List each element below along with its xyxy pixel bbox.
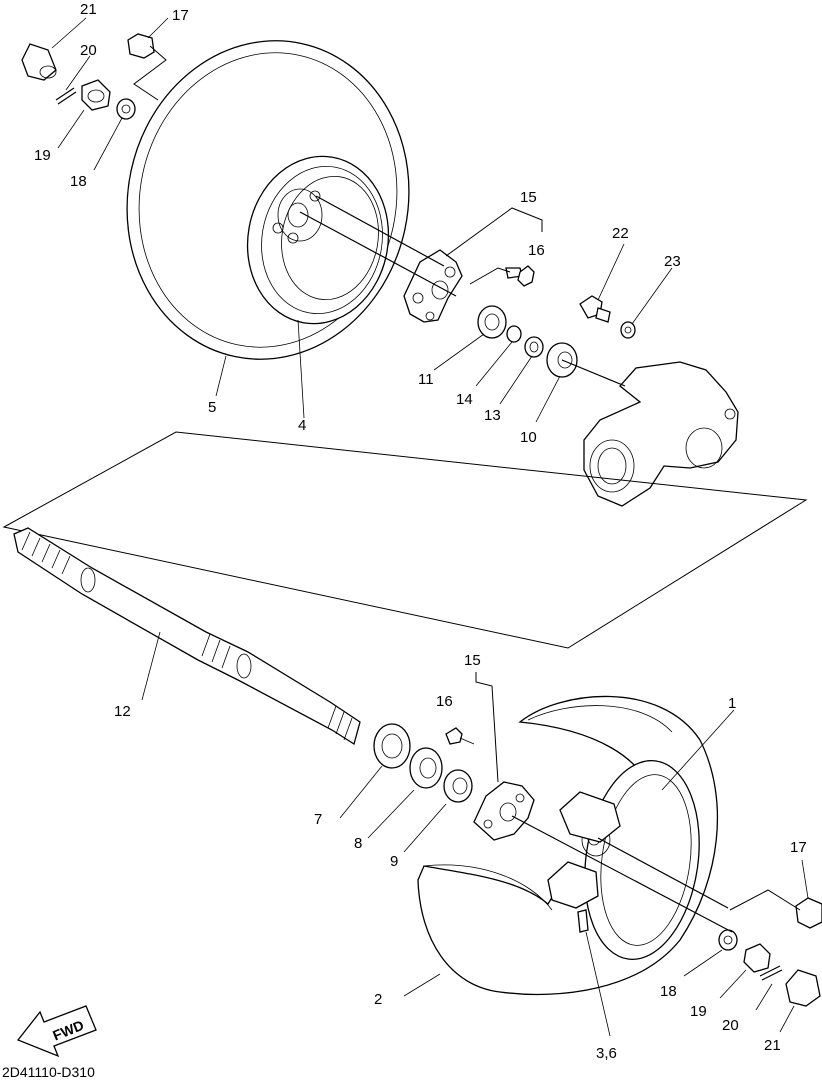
callout-4: 4 xyxy=(298,417,306,434)
drawing-code: 2D41110-D310 xyxy=(2,1064,95,1080)
bolt-22 xyxy=(579,295,611,323)
bottom-rim xyxy=(547,760,700,960)
callout-11: 11 xyxy=(418,371,434,388)
bottom-axis-line-2 xyxy=(597,837,729,909)
callout-leaders xyxy=(51,17,809,1037)
callout-10: 10 xyxy=(520,429,537,446)
bottom-nut-bracket xyxy=(729,889,801,911)
assembly-outline xyxy=(2,431,808,649)
callout-5: 5 xyxy=(208,399,216,416)
callout-15-top: 15 xyxy=(520,189,537,206)
top-hub-bracket xyxy=(445,207,543,257)
bottom-bolt xyxy=(445,727,475,745)
top-bolt-leader xyxy=(469,267,511,285)
callout-19-bottom: 19 xyxy=(690,1003,707,1020)
top-castle-nut xyxy=(81,79,111,111)
seal-7 xyxy=(373,723,411,769)
top-cotter-pin xyxy=(55,87,77,105)
bearing-11 xyxy=(477,305,507,339)
bottom-axis-line-1 xyxy=(511,815,733,933)
callout-13: 13 xyxy=(484,407,501,424)
callout-18-bottom: 18 xyxy=(660,983,677,1000)
top-washer xyxy=(116,98,136,120)
bottom-hub xyxy=(473,781,535,841)
bottom-washer xyxy=(718,929,738,951)
callout-1: 1 xyxy=(728,695,736,712)
bottom-castle-nut xyxy=(743,943,771,973)
callout-14: 14 xyxy=(456,391,473,408)
callout-18-top: 18 xyxy=(70,173,87,190)
bottom-nut xyxy=(795,897,822,929)
bearing-8 xyxy=(409,747,443,789)
callout-17-top: 17 xyxy=(172,7,189,24)
bottom-valve-cap xyxy=(785,969,821,1007)
top-valve-cap xyxy=(21,43,57,81)
callout-21-top: 21 xyxy=(80,1,97,18)
top-bracket-line xyxy=(133,45,167,101)
oring-14 xyxy=(506,325,522,343)
callout-16-bottom: 16 xyxy=(436,693,453,710)
callout-22: 22 xyxy=(612,225,629,242)
callout-15-bottom: 15 xyxy=(464,652,481,669)
collar-9 xyxy=(443,769,473,803)
callout-12: 12 xyxy=(114,703,131,720)
callout-21-bottom: 21 xyxy=(764,1037,781,1054)
fwd-arrow-icon: FWD xyxy=(16,1005,97,1058)
top-bolt xyxy=(505,265,535,287)
top-nut xyxy=(127,33,155,59)
callout-16-top: 16 xyxy=(528,242,545,259)
callout-23: 23 xyxy=(664,253,681,270)
top-hub xyxy=(403,249,463,323)
ring-13 xyxy=(524,336,544,358)
callout-8: 8 xyxy=(354,835,362,852)
callout-19-top: 19 xyxy=(34,147,51,164)
top-axis-line-1 xyxy=(299,211,457,297)
callout-17-bottom: 17 xyxy=(790,839,807,856)
callout-7: 7 xyxy=(314,811,322,828)
gear-case xyxy=(583,361,739,507)
bottom-cotter-pin xyxy=(759,965,783,981)
bottom-hub-bracket xyxy=(475,672,499,783)
top-axis-line-3 xyxy=(561,359,626,387)
top-rim xyxy=(246,155,390,325)
callout-3-6: 3,6 xyxy=(596,1045,617,1062)
top-axis-line-2 xyxy=(315,195,445,267)
callout-9: 9 xyxy=(390,853,398,870)
bottom-valve xyxy=(577,909,589,933)
washer-23 xyxy=(620,321,636,339)
callout-20-bottom: 20 xyxy=(722,1017,739,1034)
callout-2: 2 xyxy=(374,991,382,1008)
callout-20-top: 20 xyxy=(80,42,97,59)
axle-shaft xyxy=(13,527,361,746)
